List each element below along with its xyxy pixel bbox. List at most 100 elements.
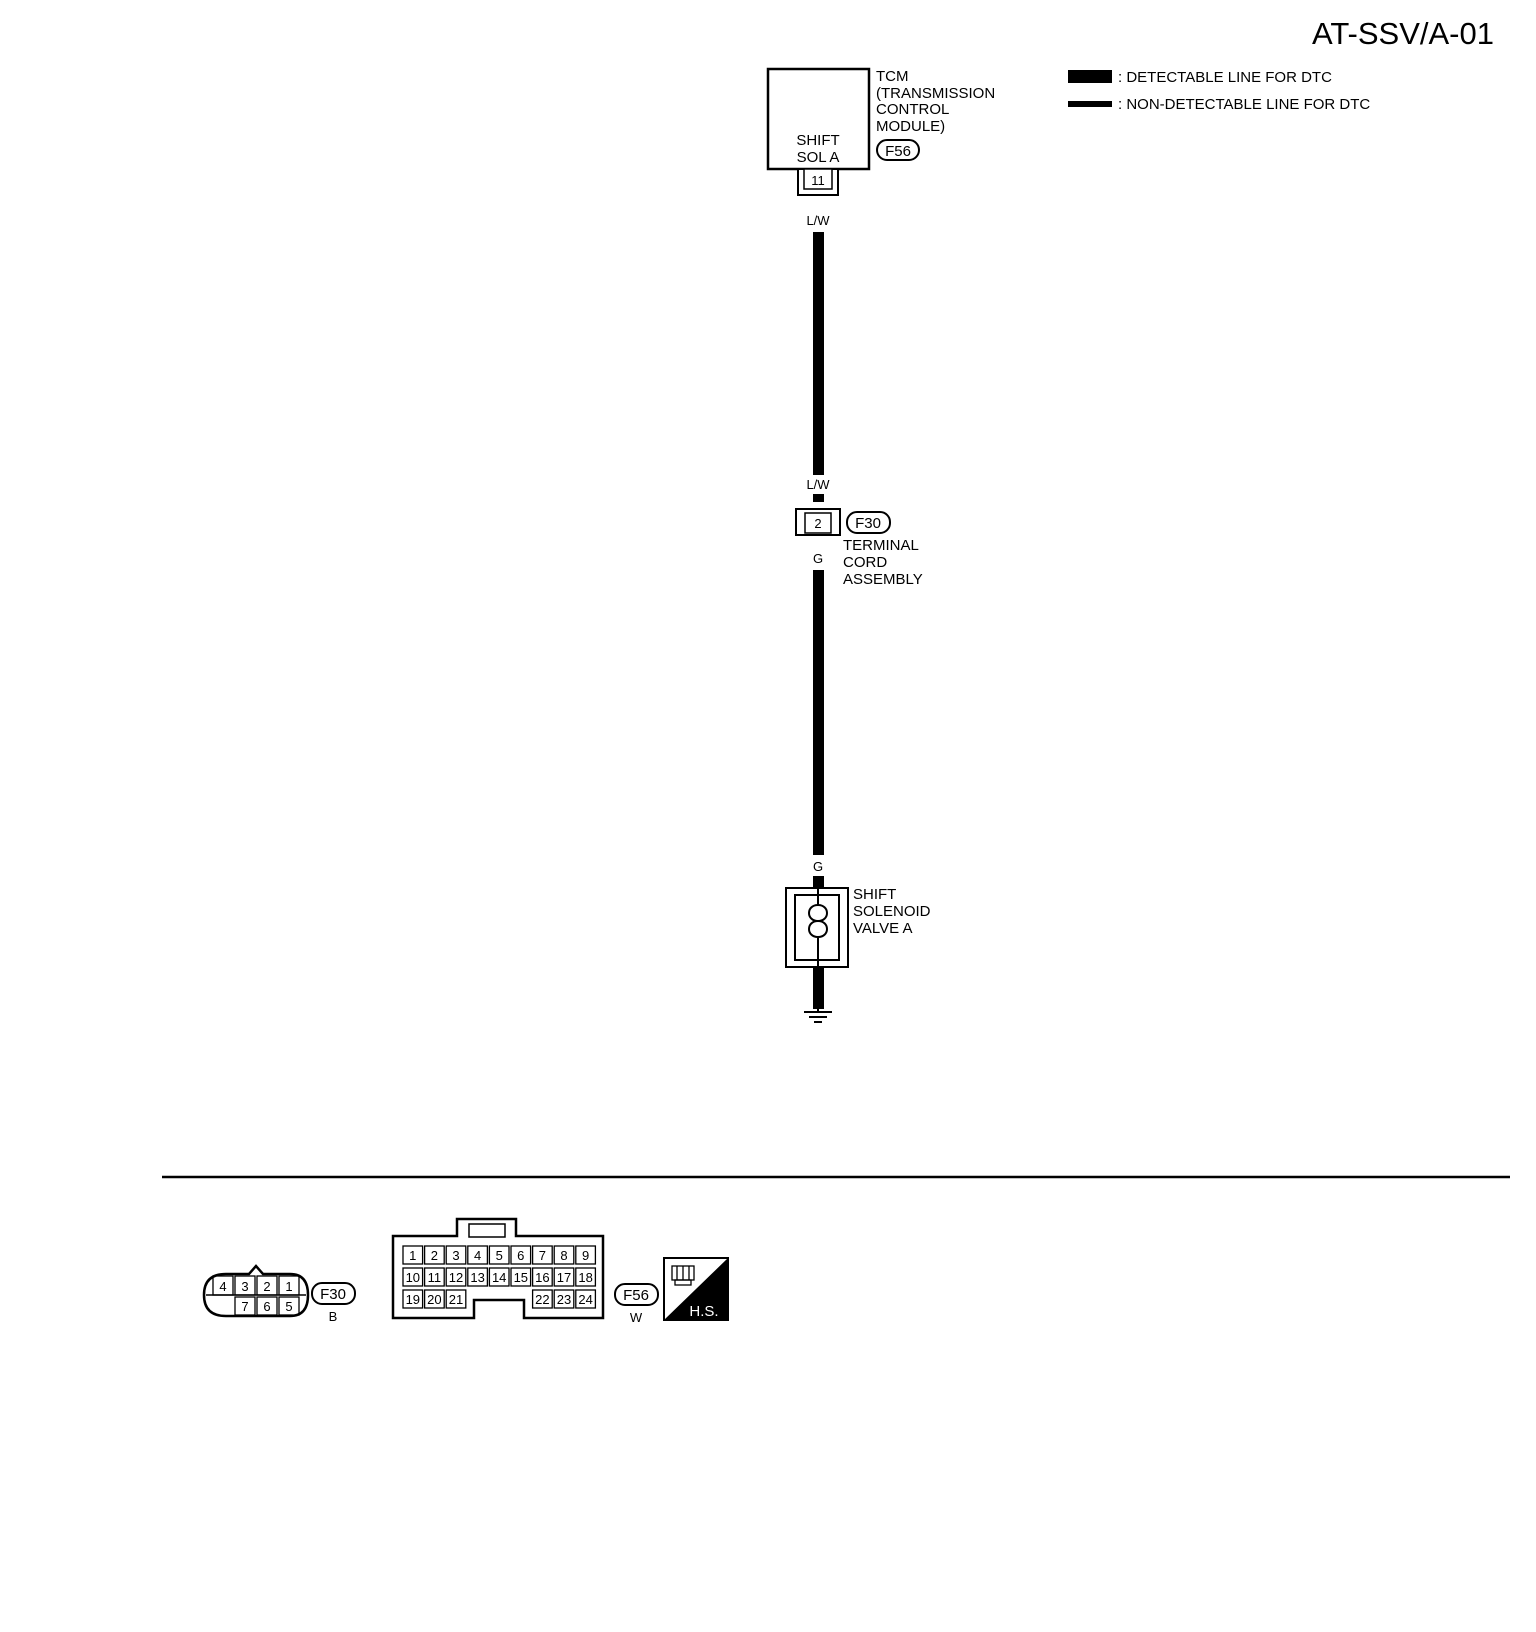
f56-cell [445, 1267, 467, 1287]
f56-pin: 10 [406, 1270, 420, 1285]
f56-cell [402, 1267, 424, 1287]
wire-lower-segment [813, 570, 824, 855]
wire-upper-segment [813, 232, 824, 475]
f30-pin: 4 [219, 1279, 226, 1294]
f56-pin: 21 [449, 1292, 463, 1307]
wire-upper-stub [813, 494, 824, 502]
f30-cell-2 [256, 1275, 278, 1296]
f56-pin: 18 [578, 1270, 592, 1285]
wire-upper-color-top: L/W [806, 213, 830, 228]
wire-upper: L/W L/W [806, 213, 830, 502]
f56-cell [467, 1245, 489, 1265]
f56-cell [445, 1289, 467, 1309]
f30-pin: 5 [285, 1299, 292, 1314]
f30-pin: 2 [263, 1279, 270, 1294]
legend-detectable-text: : DETECTABLE LINE FOR DTC [1118, 69, 1332, 86]
page-code: AT-SSV/A-01 [1312, 16, 1494, 51]
f56-pin: 1 [409, 1248, 416, 1263]
f56-cell [575, 1289, 597, 1309]
wire-lower-color-bottom: G [813, 859, 823, 874]
terminal-cord-box [804, 512, 832, 534]
f30-cell-1 [278, 1275, 300, 1296]
f56-connector-badge [614, 1283, 659, 1306]
f56-pin: 20 [427, 1292, 441, 1307]
tcm-name-line-4: MODULE) [876, 118, 945, 135]
f56-pin: 14 [492, 1270, 506, 1285]
tcm-connector-badge [876, 139, 920, 161]
tcm-name-line-1: TCM [876, 68, 909, 85]
f56-cell [531, 1267, 553, 1287]
f30-pin: 1 [285, 1279, 292, 1294]
ground-icon [804, 1009, 832, 1023]
f56-pin: 9 [582, 1248, 589, 1263]
f56-pin: 17 [557, 1270, 571, 1285]
f56-cell [531, 1289, 553, 1309]
wire-upper-color-bottom: L/W [806, 477, 830, 492]
harness-side-badge: H.S. [663, 1257, 729, 1321]
f56-cell [423, 1289, 445, 1309]
f56-cell [531, 1245, 553, 1265]
f56-cell [510, 1245, 532, 1265]
tcm-pin-label-1: SHIFT [796, 132, 839, 149]
f30-connector-color: B [329, 1309, 338, 1324]
terminal-cord-number: 2 [814, 516, 821, 531]
f56-pin: 24 [578, 1292, 592, 1307]
f30-cell-6 [256, 1296, 278, 1316]
f56-cell [488, 1267, 510, 1287]
terminal-cord-assembly: 2 F30 TERMINAL CORD ASSEMBLY [795, 508, 923, 588]
terminal-cord-name-1: TERMINAL [843, 537, 919, 554]
f30-pin: 6 [263, 1299, 270, 1314]
f56-pin: 5 [496, 1248, 503, 1263]
shift-solenoid-valve: SHIFT SOLENOID VALVE A [785, 886, 931, 1023]
terminal-cord-name-2: CORD [843, 554, 887, 571]
f56-cell [553, 1289, 575, 1309]
f56-cell [402, 1245, 424, 1265]
f56-pin: 11 [428, 1270, 442, 1285]
f56-pin: 16 [535, 1270, 549, 1285]
f56-cell [575, 1245, 597, 1265]
f56-cell [510, 1267, 532, 1287]
wire-lower: G G [813, 551, 824, 888]
tcm-pin-label-2: SOL A [797, 149, 840, 166]
f30-cell-3 [234, 1275, 256, 1296]
f30-housing [202, 1264, 310, 1318]
terminal-cord-connector-id: F30 [855, 515, 881, 532]
f56-pin: 13 [470, 1270, 484, 1285]
wire-lower-stub [813, 876, 824, 888]
f56-cell [488, 1245, 510, 1265]
terminal-cord-connector-badge [846, 511, 891, 534]
solenoid-name-2: SOLENOID [853, 903, 931, 920]
f56-pin: 12 [449, 1270, 463, 1285]
terminal-cord-name-3: ASSEMBLY [843, 571, 923, 588]
f30-cell-4 [212, 1275, 234, 1296]
f30-connector-id: F30 [320, 1286, 346, 1303]
legend: : DETECTABLE LINE FOR DTC : NON-DETECTAB… [1068, 69, 1370, 113]
f56-pin: 6 [517, 1248, 524, 1263]
solenoid-name-1: SHIFT [853, 886, 896, 903]
hs-badge-fill [664, 1258, 728, 1320]
hs-badge-text: H.S. [689, 1303, 718, 1320]
wire-lower-color-top: G [813, 551, 823, 566]
connector-icon [671, 1265, 695, 1286]
solenoid-coil-icon [808, 888, 828, 967]
f56-pin: 19 [406, 1292, 420, 1307]
f56-cell [575, 1267, 597, 1287]
f56-pin: 22 [535, 1292, 549, 1307]
connector-view-f30: 4 3 2 1 7 6 5 F30 B [202, 1264, 356, 1324]
legend-detectable-swatch [1068, 70, 1112, 83]
f30-cell-5 [278, 1296, 300, 1316]
tcm-terminal-number: 11 [811, 173, 825, 188]
f56-cell [553, 1245, 575, 1265]
solenoid-ground-wire [813, 967, 824, 1009]
legend-non-detectable-swatch [1068, 101, 1112, 107]
f56-cell [423, 1245, 445, 1265]
f56-pin: 2 [431, 1248, 438, 1263]
f30-connector-badge [311, 1282, 356, 1305]
f56-cell [423, 1267, 445, 1287]
f56-pin: 3 [452, 1248, 459, 1263]
f56-pin: 8 [560, 1248, 567, 1263]
f56-pin: 15 [514, 1270, 528, 1285]
